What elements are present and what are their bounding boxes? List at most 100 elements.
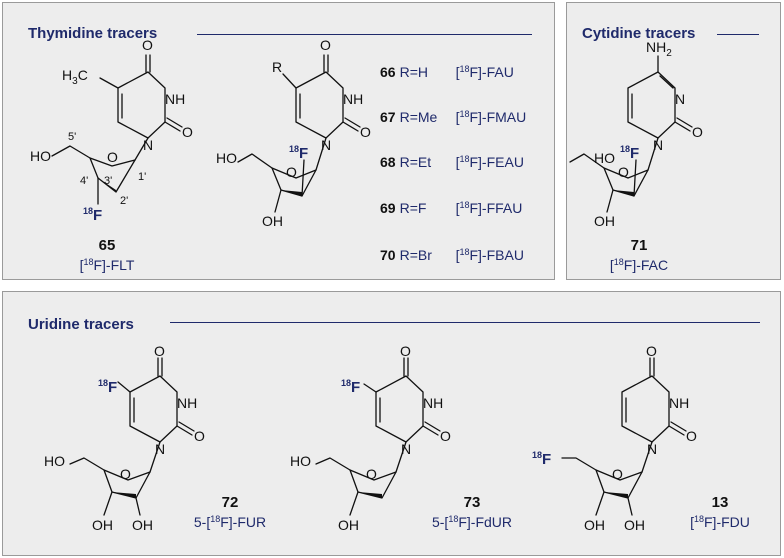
atom-NH: NH bbox=[165, 91, 185, 107]
fluorine-18-label: 18F bbox=[532, 450, 551, 468]
atom-O-ring: O bbox=[107, 149, 118, 165]
amino-2: 2 bbox=[666, 48, 672, 59]
atom-N: N bbox=[653, 137, 663, 153]
wedge-bond bbox=[613, 190, 634, 196]
atom-N: N bbox=[647, 441, 657, 457]
atom-HO: HO bbox=[290, 453, 311, 469]
isotope-18: 18 bbox=[620, 144, 630, 154]
fluorine-18-label: 18F bbox=[620, 144, 639, 162]
molecule-71: NH2 N O N O HO OH 18F bbox=[569, 39, 703, 229]
atom-O: O bbox=[400, 343, 411, 359]
compound-72-number: 72 bbox=[221, 494, 239, 511]
atom-N: N bbox=[321, 137, 331, 153]
wedge-bond bbox=[112, 492, 136, 498]
cytidine-panel-title: Cytidine tracers bbox=[582, 25, 696, 42]
atom-O: O bbox=[142, 37, 153, 53]
molecule-72: 18F O NH O N O HO OH OH bbox=[44, 343, 205, 533]
atom-O: O bbox=[360, 124, 371, 140]
compound-13-number: 13 bbox=[711, 494, 729, 511]
isotope-18: 18 bbox=[98, 378, 108, 388]
amino-label: NH2 bbox=[646, 39, 672, 59]
atom-O: O bbox=[182, 124, 193, 140]
variant-name: [18F]-FEAU bbox=[455, 154, 524, 170]
molecule-73: 18F O NH O N O HO OH bbox=[290, 343, 451, 533]
atom-NH: NH bbox=[343, 91, 363, 107]
variant-rgroup: R=F bbox=[399, 200, 427, 216]
variant-rgroup: R=H bbox=[399, 64, 428, 80]
compound-65-name: [18F]-FLT bbox=[79, 257, 135, 273]
atom-O-ring: O bbox=[120, 466, 131, 482]
variant-name: [18F]-FFAU bbox=[455, 200, 523, 216]
isotope-18: 18 bbox=[289, 144, 299, 154]
atom-OH: OH bbox=[584, 517, 605, 533]
wedge-bond bbox=[281, 190, 302, 196]
fluorine-18-label: 18F bbox=[98, 378, 117, 396]
atom-NH: NH bbox=[177, 395, 197, 411]
atom-F: F bbox=[299, 145, 308, 162]
variant-number: 69 bbox=[380, 200, 396, 216]
molecule-65: O NH O N H3C O HO 5' 4' 3' 2' 1' 18F bbox=[30, 37, 193, 224]
atom-OH: OH bbox=[132, 517, 153, 533]
variant-name: [18F]-FBAU bbox=[455, 247, 524, 263]
atom-N: N bbox=[401, 441, 411, 457]
thymidine-panel bbox=[2, 2, 555, 280]
variant-number: 67 bbox=[380, 109, 396, 125]
atom-NH: NH bbox=[669, 395, 689, 411]
position-2p: 2' bbox=[120, 195, 128, 207]
methyl-H: H bbox=[62, 67, 72, 83]
compound-71-number: 71 bbox=[630, 237, 648, 254]
position-4p: 4' bbox=[80, 175, 88, 187]
atom-R: R bbox=[272, 59, 282, 75]
compound-73-name: 5-[18F]-FdUR bbox=[431, 514, 513, 530]
compound-71-name: [18F]-FAC bbox=[609, 257, 669, 273]
uridine-panel-title: Uridine tracers bbox=[28, 316, 134, 333]
atom-OH: OH bbox=[92, 517, 113, 533]
variant-number: 66 bbox=[380, 64, 396, 80]
atom-O: O bbox=[194, 428, 205, 444]
thymidine-title-rule bbox=[197, 34, 532, 35]
wedge-bond bbox=[358, 492, 382, 498]
position-5p: 5' bbox=[68, 131, 76, 143]
atom-O: O bbox=[646, 343, 657, 359]
methyl-label: H3C bbox=[62, 67, 88, 87]
atom-N: N bbox=[143, 137, 153, 153]
wedge-bond bbox=[98, 178, 116, 192]
molecule-66-70: O NH O N R O HO OH 18F bbox=[216, 37, 371, 229]
methyl-C: C bbox=[78, 67, 88, 83]
variant-name: [18F]-FMAU bbox=[455, 109, 527, 125]
fluorine-18-label: 18F bbox=[341, 378, 360, 396]
atom-F: F bbox=[351, 379, 360, 396]
atom-N: N bbox=[675, 91, 685, 107]
amino-NH: NH bbox=[646, 39, 666, 55]
atom-O: O bbox=[440, 428, 451, 444]
variant-rgroup: R=Me bbox=[399, 109, 438, 125]
uridine-panel bbox=[2, 291, 781, 556]
variant-rgroup: R=Br bbox=[399, 247, 432, 263]
atom-OH: OH bbox=[338, 517, 359, 533]
atom-F: F bbox=[108, 379, 117, 396]
variant-number: 70 bbox=[380, 247, 396, 263]
cytidine-title-rule bbox=[717, 34, 759, 35]
atom-NH: NH bbox=[423, 395, 443, 411]
compound-13-name: [18F]-FDU bbox=[690, 514, 750, 530]
atom-O-ring: O bbox=[612, 466, 623, 482]
atom-O-ring: O bbox=[366, 466, 377, 482]
compound-65-number: 65 bbox=[98, 237, 116, 254]
atom-F: F bbox=[630, 145, 639, 162]
atom-OH: OH bbox=[262, 213, 283, 229]
atom-O: O bbox=[320, 37, 331, 53]
methyl-3: 3 bbox=[72, 76, 78, 87]
fluorine-18-label: 18F bbox=[289, 144, 308, 162]
atom-F: F bbox=[542, 451, 551, 468]
molecule-13: 18F O NH O N O OH OH bbox=[532, 343, 697, 533]
variant-number: 68 bbox=[380, 154, 396, 170]
position-1p: 1' bbox=[138, 171, 146, 183]
isotope-18: 18 bbox=[341, 378, 351, 388]
fluorine-18-label: 18F bbox=[83, 206, 102, 224]
isotope-18: 18 bbox=[532, 450, 542, 460]
